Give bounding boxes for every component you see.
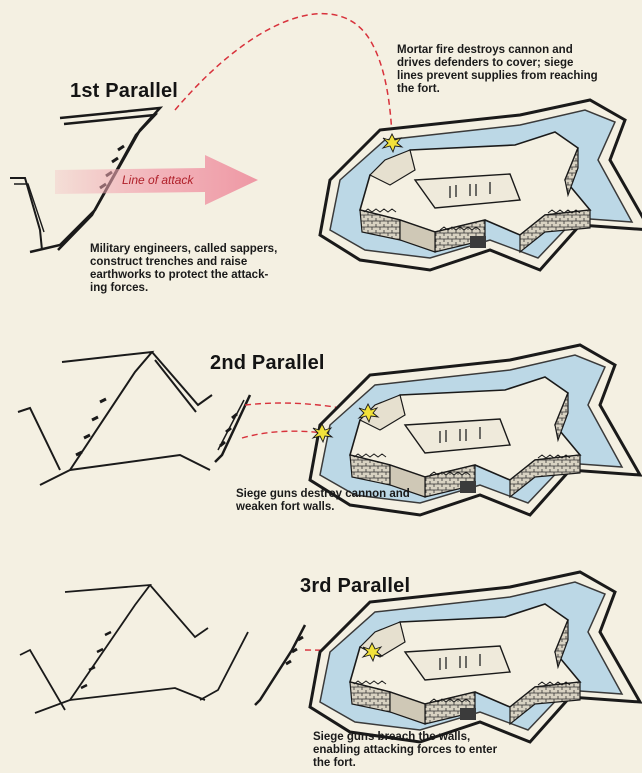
line-of-attack-label: Line of attack	[122, 173, 194, 187]
caption-siege-guns-breach: Siege guns breach the walls, enabling at…	[313, 731, 498, 769]
mortar-fire-path	[174, 12, 393, 136]
line-of-attack-arrow	[55, 155, 258, 205]
caption-mortar-fire: Mortar fire destroys cannon and drives d…	[397, 44, 598, 95]
caption-sappers: Military engineers, called sappers, cons…	[90, 243, 278, 294]
caption-siege-guns-destroy: Siege guns destroy cannon and weaken for…	[236, 488, 410, 513]
panel-1	[10, 12, 642, 272]
title-1st-parallel: 1st Parallel	[70, 80, 179, 102]
fort-1	[318, 98, 642, 272]
title-3rd-parallel: 3rd Parallel	[300, 575, 411, 597]
panel-2	[17, 343, 642, 517]
panel-3	[19, 570, 642, 744]
title-2nd-parallel: 2nd Parallel	[210, 352, 325, 374]
second-parallel-trench	[17, 350, 252, 486]
third-parallel-trench	[19, 583, 307, 714]
